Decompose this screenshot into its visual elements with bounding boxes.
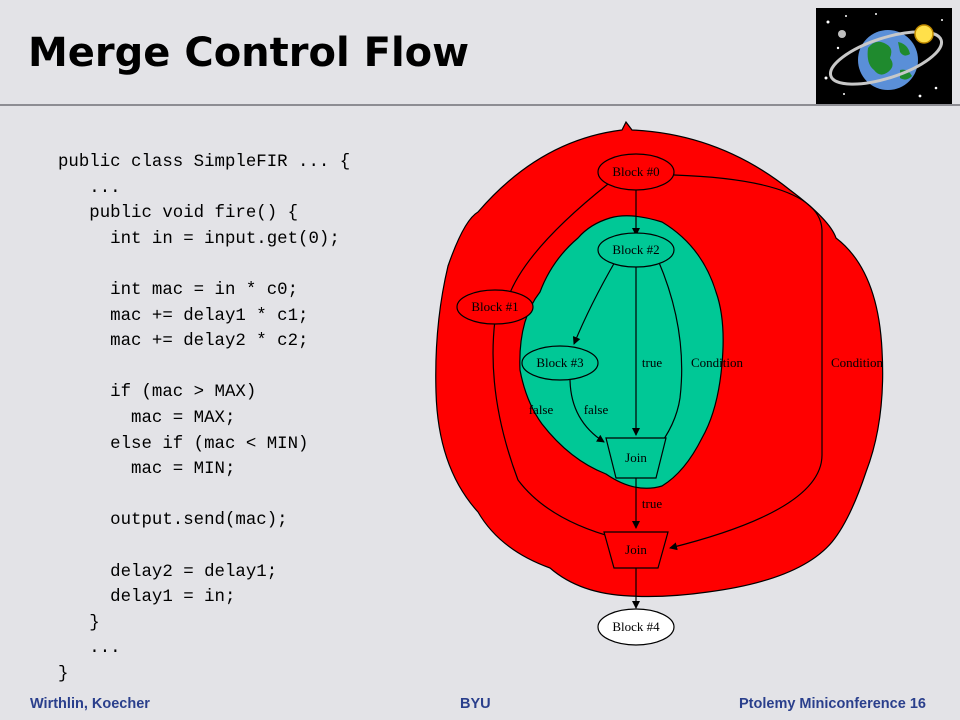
code-line: delay1 = in; <box>58 588 236 608</box>
node-block0: Block #0 <box>597 153 675 191</box>
slide-title: Merge Control Flow <box>28 30 470 76</box>
edge-false-left <box>492 319 617 541</box>
node-join-inner: Join <box>605 437 667 479</box>
code-line <box>58 534 350 560</box>
code-line: } <box>58 613 100 633</box>
edge-label-condition-inner: Condition <box>691 355 744 370</box>
edge-label-condition-outer: Condition <box>831 355 884 370</box>
code-line <box>58 252 350 278</box>
code-line: mac += delay2 * c2; <box>58 332 309 352</box>
globe-satellite-logo-icon <box>816 8 952 104</box>
code-line: public void fire() { <box>58 204 299 224</box>
edge-false-mid <box>569 377 605 443</box>
code-line: if (mac > MAX) <box>58 383 257 403</box>
edge-label-false-left: false <box>529 402 554 417</box>
code-line: int in = input.get(0); <box>58 229 340 249</box>
code-line: output.send(mac); <box>58 511 288 531</box>
node-block1: Block #1 <box>456 289 534 325</box>
footer-event-page: Ptolemy Miniconference 16 <box>739 696 926 712</box>
title-divider <box>0 104 960 106</box>
code-line <box>58 483 350 509</box>
edge-label-true-inner: true <box>642 355 662 370</box>
code-line <box>58 355 350 381</box>
node-join-inner-label: Join <box>625 450 647 465</box>
edge-label-true-lower: true <box>642 496 662 511</box>
code-line: ... <box>58 178 121 198</box>
edge-label-false-mid: false <box>584 402 609 417</box>
code-listing: public class SimpleFIR ... { ... public … <box>58 150 350 687</box>
code-line: } <box>58 664 69 684</box>
code-line: int mac = in * c0; <box>58 280 299 300</box>
node-block3-label: Block #3 <box>536 355 583 370</box>
inner-merge-region <box>519 215 724 489</box>
node-block1-label: Block #1 <box>471 299 518 314</box>
code-line: mac = MAX; <box>58 408 236 428</box>
edge-condition-outer <box>669 174 823 551</box>
node-block0-label: Block #0 <box>612 164 659 179</box>
code-line: mac += delay1 * c1; <box>58 306 309 326</box>
footer-authors: Wirthlin, Koecher <box>30 696 150 712</box>
control-flow-diagram: Block #0 Block #2 Block #1 Block #3 Join… <box>435 120 884 646</box>
node-block2-label: Block #2 <box>612 242 659 257</box>
edge-block0-block1 <box>506 183 609 299</box>
code-line: ... <box>58 639 121 659</box>
footer-institution: BYU <box>460 696 491 712</box>
node-join-outer-label: Join <box>625 542 647 557</box>
code-line: public class SimpleFIR ... { <box>58 153 351 172</box>
node-block3: Block #3 <box>521 345 599 381</box>
code-line: delay2 = delay1; <box>58 562 278 582</box>
code-line: else if (mac < MIN) <box>58 434 309 454</box>
node-block4: Block #4 <box>597 608 675 646</box>
edge-block2-block3 <box>572 259 617 345</box>
code-line: mac = MIN; <box>58 460 236 480</box>
node-join-outer: Join <box>603 531 669 569</box>
edge-condition-inner <box>655 259 683 451</box>
node-block2: Block #2 <box>597 232 675 268</box>
node-block4-label: Block #4 <box>612 619 660 634</box>
